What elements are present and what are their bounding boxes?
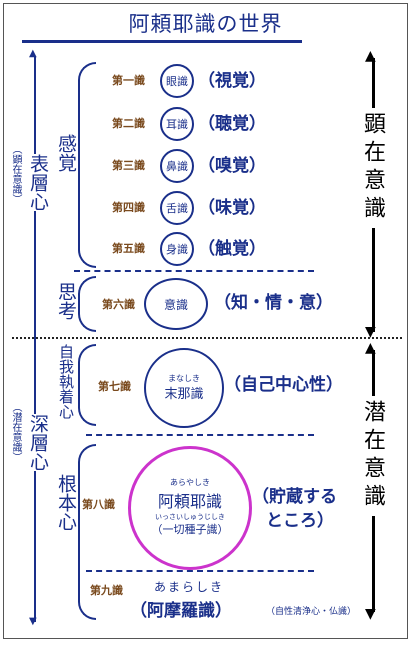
eighth-sub-text: （一切種子識）	[151, 523, 229, 536]
kankaku-bracket	[78, 62, 96, 268]
sense-label-3: 第三識	[112, 159, 145, 172]
boundary-line	[12, 337, 402, 339]
seventh-label: 第七識	[98, 380, 131, 393]
sense-circle-3: 鼻識	[160, 149, 194, 183]
jiga-label: 自我執着心	[57, 344, 75, 419]
sense-circle-1: 眼識	[160, 64, 194, 98]
senzai-arrow-bottom-icon: ▼	[365, 606, 376, 622]
left-arrow-bottom-icon: ▼	[29, 616, 37, 627]
eighth-sub-ruby: いっさいしゅうじしき	[155, 513, 225, 521]
kenzai-label: 顕在意識	[360, 108, 385, 228]
sense-circle-4-text: 舌識	[166, 202, 188, 215]
eighth-label: 第八識	[82, 498, 115, 511]
sixth-circle: 意識	[144, 278, 208, 330]
senzai-label: 潜在意識	[360, 396, 385, 516]
eighth-desc-line-2: ところ）	[266, 511, 334, 531]
sixth-label: 第六識	[102, 298, 135, 311]
jiga-bracket	[78, 344, 96, 426]
shikou-bracket	[78, 276, 96, 332]
eighth-circle: あらやしき 阿頼耶識 いっさいしゅうじしき （一切種子識）	[128, 446, 252, 570]
ninth-name: （阿摩羅識）	[130, 601, 232, 621]
eighth-desc-line-1: （貯蔵する	[252, 487, 337, 507]
sense-circle-5-text: 身識	[166, 243, 188, 256]
eighth-ruby: あらやしき	[170, 478, 210, 487]
sense-label-1: 第一識	[112, 74, 145, 87]
ninth-note: （自性清浄心・仏識）	[266, 607, 357, 617]
sense-circle-4: 舌識	[160, 191, 194, 225]
lower-layer-note: （潜在意識）	[10, 402, 21, 462]
sense-circle-2: 耳識	[160, 107, 194, 141]
sixth-desc: （知・情・意）	[214, 293, 333, 313]
kenzai-arrow-top-icon: ▲	[365, 48, 376, 64]
seventh-circle: まなしき 末那識	[144, 348, 224, 428]
eighth-circle-text: 阿頼耶識	[157, 492, 222, 511]
ninth-label: 第九識	[90, 584, 123, 597]
sense-label-2: 第二識	[112, 117, 145, 130]
divider-ninth	[86, 570, 314, 572]
sense-desc-2: （聴覚）	[198, 114, 266, 134]
upper-layer-note: （顕在意識）	[10, 144, 21, 204]
sense-label-5: 第五識	[112, 242, 145, 255]
page-title: 阿頼耶識の世界	[128, 12, 283, 36]
shikou-label: 思考	[55, 282, 77, 320]
sense-label-4: 第四識	[112, 201, 145, 214]
kankaku-label: 感覚	[55, 134, 77, 172]
sense-desc-4: （味覚）	[198, 198, 266, 218]
divider-sixth	[74, 270, 314, 272]
ninth-ruby: あまらしき	[154, 580, 225, 594]
sense-desc-5: （触覚）	[198, 239, 266, 259]
sense-desc-1: （視覚）	[198, 71, 266, 91]
seventh-ruby: まなしき	[168, 373, 200, 383]
lower-layer-label: 深層心	[27, 414, 49, 471]
sense-circle-2-text: 耳識	[166, 118, 188, 131]
upper-layer-label: 表層心	[27, 154, 49, 211]
seventh-desc: （自己中心性）	[224, 375, 343, 395]
senzai-arrow-top-icon: ▲	[365, 340, 376, 356]
sense-desc-3: （嗅覚）	[198, 156, 266, 176]
kenzai-arrow-bottom-icon: ▼	[365, 324, 376, 340]
left-arrow-top-icon: ▲	[29, 48, 37, 59]
divider-eighth	[86, 434, 314, 436]
left-arrow-line	[34, 56, 36, 622]
sense-circle-5: 身識	[160, 232, 194, 266]
title-underline	[22, 40, 302, 43]
sixth-circle-text: 意識	[163, 297, 188, 312]
konpon-label: 根本心	[55, 474, 77, 531]
seventh-circle-text: 末那識	[164, 386, 204, 402]
sense-circle-1-text: 眼識	[166, 75, 188, 88]
diagram: 阿頼耶識の世界 ▲ ▼ 表層心 （顕在意識） 深層心 （潜在意識） 感覚 思考 …	[3, 3, 408, 639]
sense-circle-3-text: 鼻識	[166, 160, 188, 173]
